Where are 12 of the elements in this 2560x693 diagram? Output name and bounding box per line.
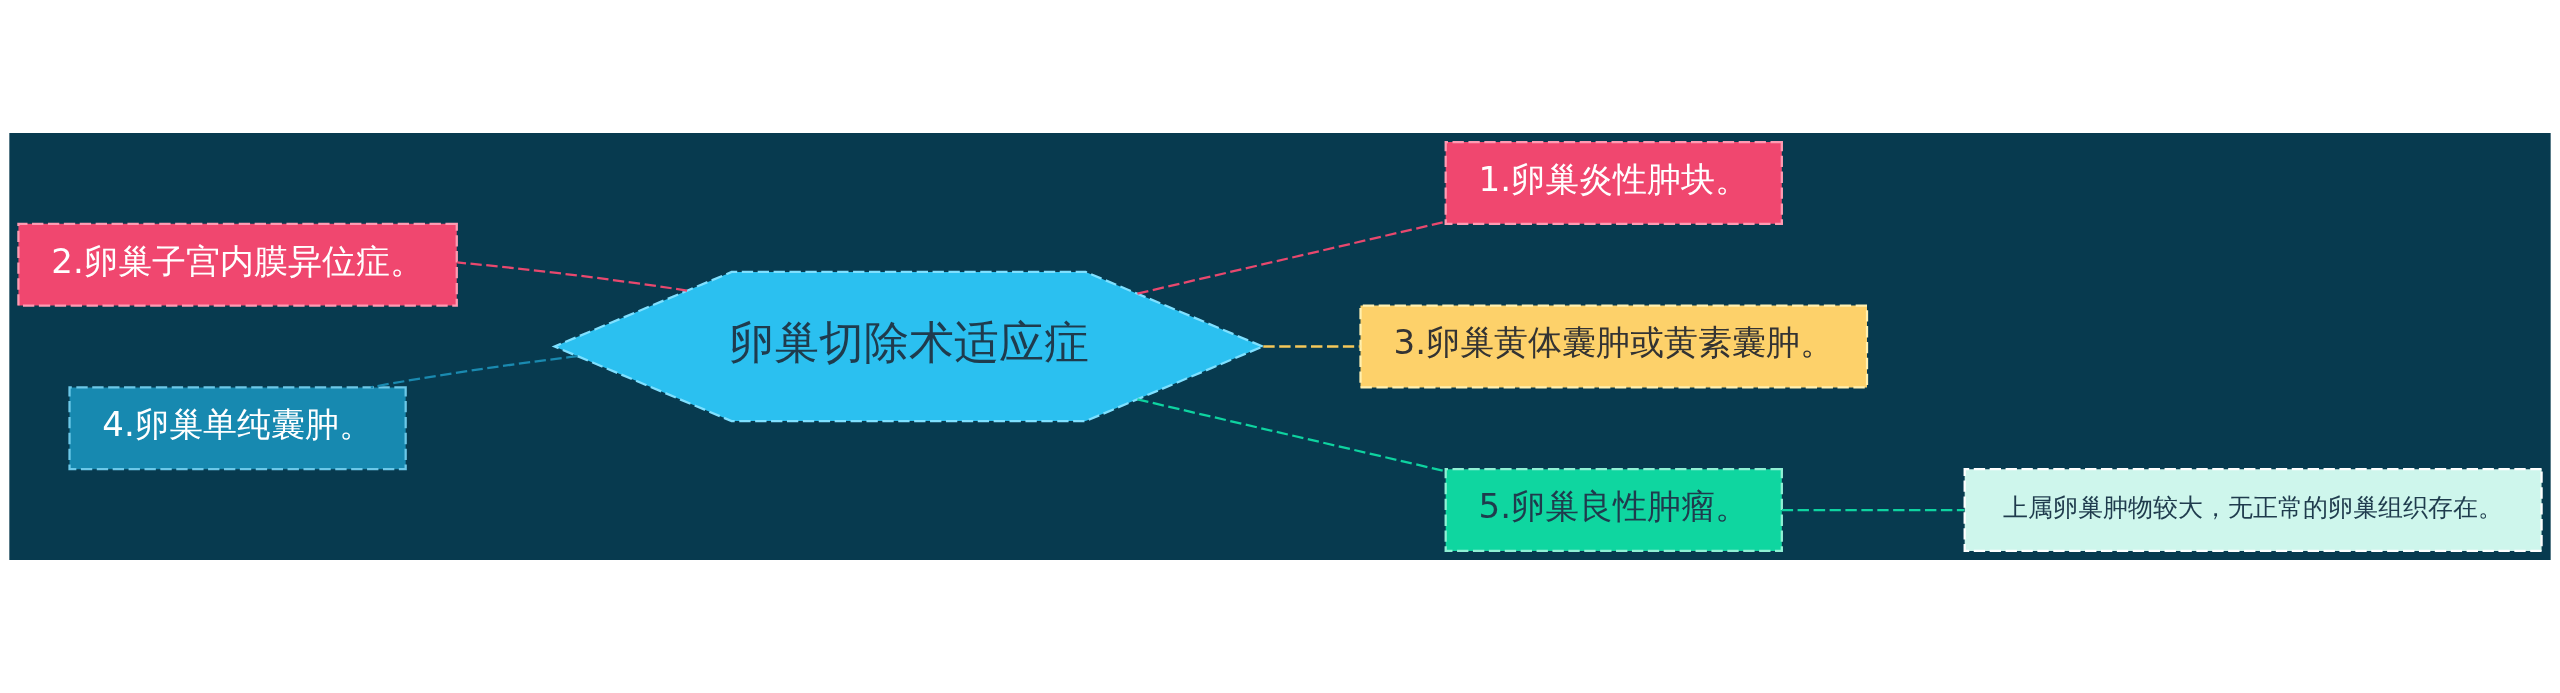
node-box: 4.卵巢单纯囊肿。 [68, 386, 407, 471]
connector [1137, 220, 1445, 295]
connector [457, 261, 688, 292]
node-box: 上属卵巢肿物较大，无正常的卵巢组织存在。 [1963, 468, 2543, 553]
node-box: 3.卵巢黄体囊肿或黄素囊肿。 [1359, 304, 1869, 389]
connector [1263, 345, 1361, 348]
connector [1137, 398, 1445, 473]
node-box: 2.卵巢子宫内膜异位症。 [17, 222, 458, 307]
connector [370, 355, 578, 389]
node-box: 1.卵巢炎性肿块。 [1444, 140, 1783, 225]
node-box: 5.卵巢良性肿瘤。 [1444, 468, 1783, 553]
connector [1782, 508, 1965, 512]
